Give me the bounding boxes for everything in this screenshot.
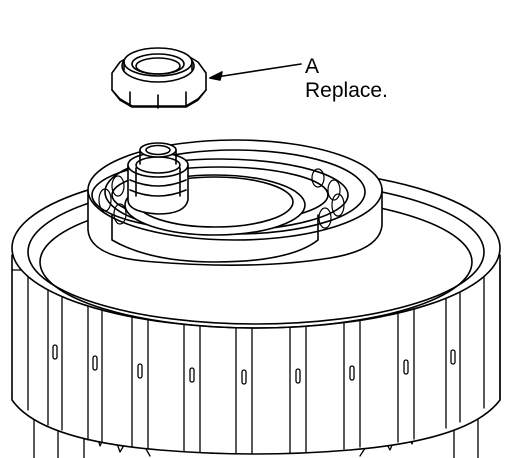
locknut — [111, 47, 207, 109]
callout-text: Replace. — [305, 79, 388, 102]
mainshaft — [127, 142, 189, 215]
callout-letter: A — [305, 55, 320, 78]
clutch-drum-assembly — [11, 139, 501, 458]
callout-leader — [209, 63, 302, 81]
